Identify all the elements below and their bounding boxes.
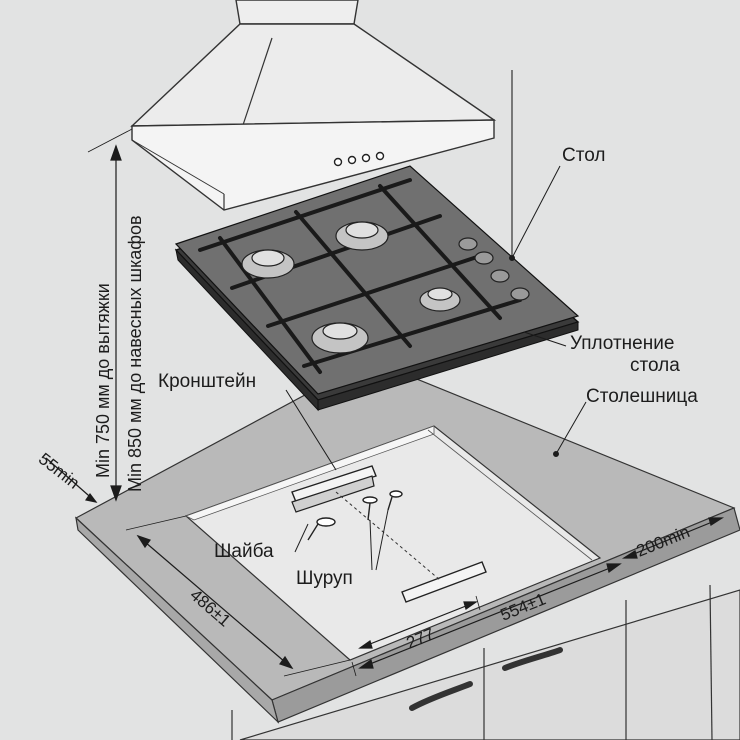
hood-button: [361, 153, 371, 163]
hob-knob: [474, 251, 494, 265]
hood-button: [375, 151, 385, 161]
hob-knob: [510, 287, 530, 301]
burner-rear-right: [335, 221, 389, 251]
label-hood-clearance: Min 750 мм до вытяжки: [93, 283, 113, 478]
hood-button: [347, 155, 357, 165]
worktop: [74, 359, 740, 724]
cabinet-handle-left: [409, 681, 473, 711]
label-seal-line1: Уплотнение: [570, 333, 675, 354]
screw-left: [307, 517, 336, 541]
label-worktop: Столешница: [586, 386, 698, 407]
gas-hob: [174, 165, 580, 412]
bracket-bottom: [401, 561, 487, 603]
label-washer: Шайба: [214, 541, 274, 562]
mounting-brackets: [291, 465, 487, 603]
bracket-top: [291, 465, 377, 503]
clearance-dimension: [87, 127, 135, 502]
label-screw: Шуруп: [296, 568, 353, 589]
label-seal-line2: стола: [630, 355, 680, 376]
label-bracket: Кронштейн: [158, 371, 257, 392]
label-table: Стол: [562, 145, 606, 166]
cooker-hood: [130, 0, 497, 211]
screw-right: [387, 490, 403, 511]
hob-knob: [458, 237, 478, 251]
burner-front-left: [311, 322, 369, 354]
burner-front-right: [419, 287, 461, 312]
burner-rear-left: [241, 249, 295, 279]
label-cabinet-clearance: Min 850 мм до навесных шкафов: [125, 215, 145, 492]
dimension-lines: [45, 457, 725, 677]
hood-button: [333, 157, 343, 167]
screw-mid: [362, 496, 378, 521]
cabinet-handle-right: [502, 647, 563, 671]
kitchen-cabinets: [231, 584, 740, 740]
bracket-guide: [335, 491, 441, 581]
leader-lines: [285, 165, 587, 471]
hob-knob: [490, 269, 510, 283]
